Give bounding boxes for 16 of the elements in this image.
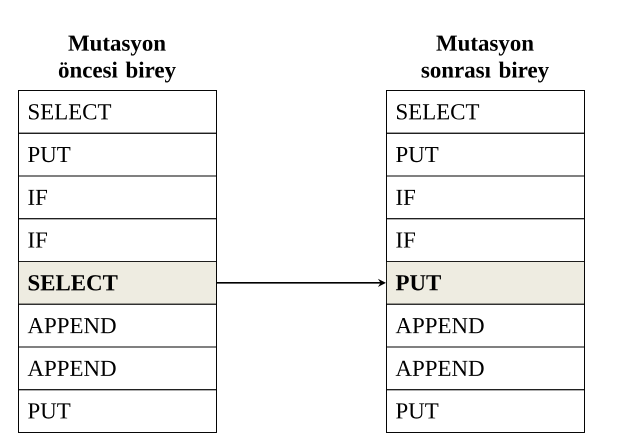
node-label: Mutasyon öncesi birey [58, 36, 176, 82]
table-cell: PUT [386, 261, 585, 305]
table-cell: SELECT [18, 90, 217, 134]
table-cell: APPEND [18, 304, 217, 348]
table-cell: PUT [386, 389, 585, 433]
table-cell: PUT [18, 389, 217, 433]
table-cell: PUT [386, 132, 585, 176]
table-cell: IF [386, 176, 585, 220]
table-cell: APPEND [18, 346, 217, 390]
table-cell: SELECT [386, 90, 585, 134]
node-label: Mutasyon sonrası birey [422, 36, 549, 82]
table-cell: APPEND [386, 304, 585, 348]
table-cell: APPEND [386, 346, 585, 390]
table-cell: PUT [18, 132, 217, 176]
table-cell: SELECT [18, 261, 217, 305]
table-cell: IF [18, 176, 217, 220]
